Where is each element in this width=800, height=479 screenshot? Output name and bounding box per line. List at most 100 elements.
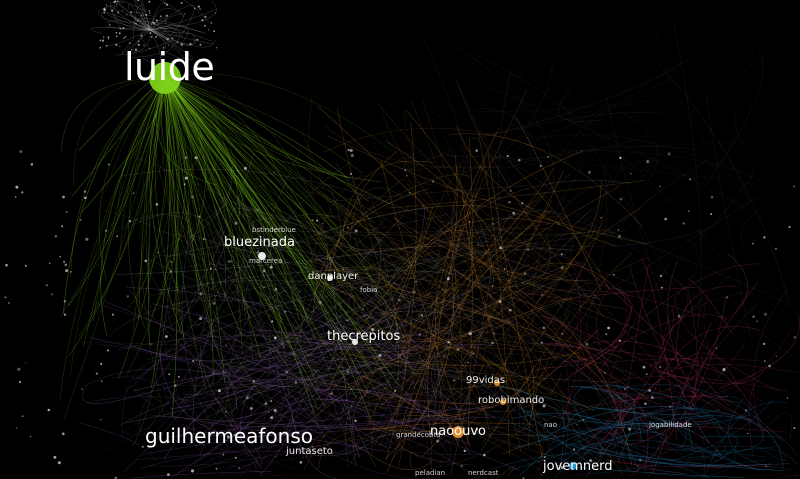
graph-node — [202, 238, 205, 240]
graph-node — [371, 328, 374, 331]
graph-edge — [421, 98, 550, 446]
graph-edge — [324, 214, 547, 357]
graph-edge — [121, 168, 436, 222]
graph-node — [285, 370, 289, 374]
graph-edge — [342, 222, 390, 360]
graph-edge — [493, 440, 540, 463]
graph-node — [107, 38, 110, 40]
graph-edge — [72, 77, 166, 187]
graph-edge — [539, 306, 570, 462]
graph-node — [284, 310, 287, 313]
graph-edge — [347, 438, 432, 471]
graph-edge — [309, 276, 596, 412]
graph-node — [354, 229, 358, 233]
graph-edge — [133, 352, 419, 392]
graph-node — [234, 221, 238, 225]
graph-node — [199, 8, 201, 10]
graph-edge — [90, 27, 151, 34]
graph-edge — [704, 401, 787, 477]
graph-edge — [164, 77, 343, 284]
graph-node — [135, 22, 137, 25]
graph-edge — [316, 200, 357, 290]
graph-edge — [434, 302, 496, 348]
graph-edge — [426, 62, 553, 148]
graph-edge — [432, 376, 506, 427]
graph-node — [100, 418, 102, 421]
graph-edge — [565, 323, 589, 409]
graph-edge — [712, 432, 738, 464]
graph-edge — [61, 77, 166, 152]
graph-node — [119, 45, 121, 47]
graph-node — [49, 262, 51, 264]
graph-node — [418, 333, 421, 336]
graph-edge — [138, 28, 192, 34]
graph-node — [19, 150, 23, 153]
graph-edge — [108, 20, 151, 31]
graph-edge — [98, 344, 336, 435]
graph-node — [211, 349, 213, 351]
graph-node — [174, 384, 177, 387]
graph-edge — [142, 29, 162, 65]
graph-node — [104, 229, 108, 233]
graph-edge — [397, 153, 762, 186]
node-label-danplayer: danplayer — [308, 271, 359, 282]
graph-node — [165, 3, 169, 6]
graph-node — [503, 268, 506, 270]
graph-edge — [193, 247, 453, 465]
graph-edge — [481, 248, 492, 370]
graph-edge — [461, 77, 674, 175]
graph-node — [349, 148, 353, 153]
graph-edge — [455, 308, 494, 369]
graph-edge — [328, 136, 649, 245]
graph-node — [547, 155, 550, 158]
graph-edge — [149, 8, 217, 31]
graph-edge — [440, 172, 473, 341]
graph-edge — [531, 185, 593, 348]
graph-edge — [678, 425, 788, 433]
graph-edge — [264, 245, 426, 369]
graph-edge — [164, 77, 337, 237]
graph-node — [243, 166, 247, 170]
graph-edge — [579, 386, 677, 414]
graph-node — [447, 341, 450, 344]
graph-edge — [470, 185, 621, 288]
graph-edge — [561, 177, 610, 326]
graph-edge — [394, 338, 538, 351]
graph-edge — [476, 82, 756, 214]
graph-edge — [80, 341, 374, 351]
graph-edge — [498, 69, 512, 272]
graph-edge — [90, 396, 264, 466]
graph-node — [149, 32, 152, 35]
graph-edge — [173, 350, 466, 386]
graph-node — [422, 319, 425, 321]
graph-edge — [211, 395, 247, 452]
graph-edge — [391, 271, 457, 460]
graph-node — [21, 415, 24, 418]
graph-edge — [404, 155, 449, 226]
graph-edge — [377, 390, 392, 447]
graph-edge — [672, 402, 759, 471]
graph-node — [793, 427, 796, 430]
graph-edge — [164, 77, 335, 225]
graph-edge — [221, 192, 547, 373]
graph-edge — [519, 388, 678, 425]
graph-edge — [547, 287, 696, 303]
graph-edge — [658, 275, 730, 358]
graph-edge — [199, 294, 289, 457]
graph-edge — [381, 344, 467, 373]
graph-node — [318, 300, 322, 304]
graph-edge — [511, 412, 637, 467]
graph-node — [452, 426, 464, 438]
graph-edge — [257, 356, 373, 468]
graph-edge — [320, 150, 398, 305]
graph-edge — [688, 329, 792, 398]
graph-edge — [454, 223, 484, 260]
graph-edge — [481, 107, 531, 159]
graph-node — [210, 267, 212, 270]
graph-edge — [215, 216, 403, 449]
graph-node — [267, 245, 270, 247]
graph-node — [183, 183, 186, 186]
graph-edge — [116, 0, 151, 31]
graph-edge — [660, 370, 764, 385]
graph-edge — [409, 234, 554, 456]
